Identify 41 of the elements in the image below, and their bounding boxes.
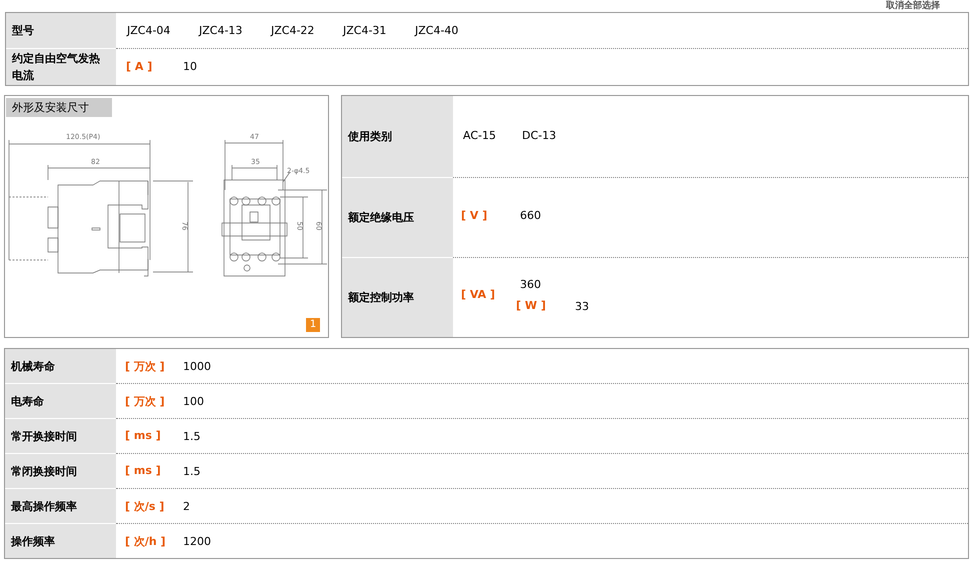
value-text: JZC4-13 (199, 24, 242, 37)
header-cell: 最高操作频率 (5, 489, 116, 523)
value-text: 660 (520, 209, 541, 222)
value-text: 1.5 (183, 430, 200, 443)
value-text: JZC4-22 (271, 24, 314, 37)
value-text: 360 (520, 278, 541, 291)
header-cell: 电寿命 (5, 384, 116, 418)
unit-label: [ 万次 ] (125, 359, 165, 374)
unit-label: [ W ] (516, 299, 546, 312)
header-cell: 操作频率 (5, 524, 116, 558)
value-text: 1000 (183, 360, 211, 373)
page-badge: 1 (306, 318, 320, 332)
header-cell: 额定控制功率 (342, 258, 453, 337)
value-text: AC-15 (463, 129, 496, 142)
unit-label: [ 万次 ] (125, 394, 165, 409)
value-text: 2 (183, 500, 190, 513)
value-text: JZC4-04 (127, 24, 170, 37)
header-cell: 机械寿命 (5, 349, 116, 383)
value-text: 10 (183, 60, 197, 73)
value-text: 100 (183, 395, 204, 408)
header-cell: 常闭换接时间 (5, 454, 116, 488)
header-cell: 型号 (6, 13, 116, 48)
unit-label: [ A ] (126, 60, 152, 73)
unit-label: [ ms ] (125, 464, 161, 477)
header-cell: 常开换接时间 (5, 419, 116, 453)
value-text: JZC4-40 (415, 24, 458, 37)
unit-label: [ 次/s ] (125, 499, 164, 514)
value-text: 1.5 (183, 465, 200, 478)
value-text: 33 (575, 300, 589, 313)
header-cell: 约定自由空气发热电流 (6, 49, 116, 85)
unit-label: [ 次/h ] (125, 534, 166, 549)
header-cell: 额定绝缘电压 (342, 178, 453, 257)
header-cell: 使用类别 (342, 96, 453, 177)
unit-label: [ V ] (461, 209, 488, 222)
link-text: 取消全部选择 (885, 0, 941, 12)
value-text: DC-13 (522, 129, 556, 142)
unit-label: [ ms ] (125, 429, 161, 442)
value-text: JZC4-31 (343, 24, 386, 37)
unit-label: [ VA ] (461, 288, 495, 301)
value-text: 1200 (183, 535, 211, 548)
panel-tab: 外形及安装尺寸 (6, 98, 112, 117)
